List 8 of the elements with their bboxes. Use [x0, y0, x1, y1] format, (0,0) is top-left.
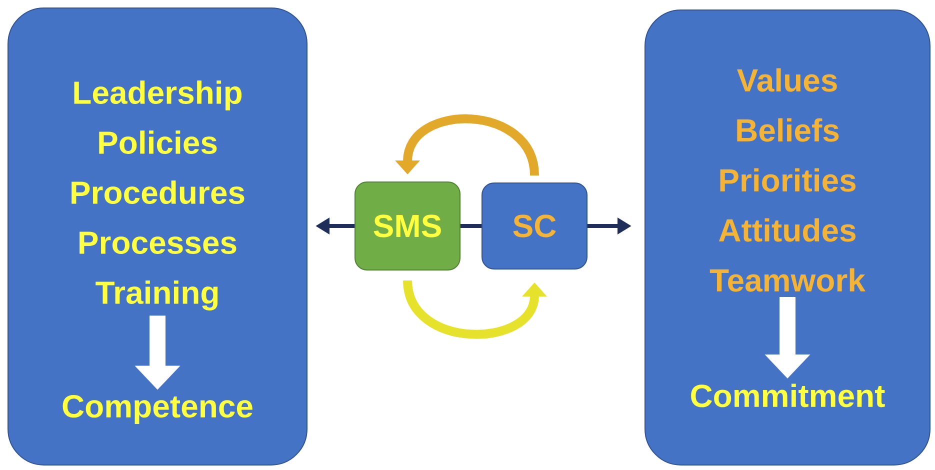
sc-box: SC	[482, 182, 588, 270]
item-list: Leadership Policies Procedures Processes Training	[72, 80, 244, 310]
result-text: Competence	[62, 395, 252, 424]
panel-box	[644, 10, 930, 466]
item-list: Values Beliefs Priorities Attitudes Teamwork	[710, 68, 866, 292]
sms-box: SMS	[354, 182, 460, 270]
result-text: Commitment	[691, 384, 885, 408]
panel-box	[8, 8, 308, 466]
